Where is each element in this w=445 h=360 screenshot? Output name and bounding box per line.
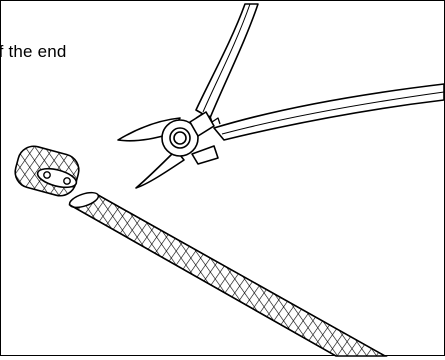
diagonal-cutter-icon [118, 4, 444, 188]
sleeving-offcut-icon [10, 140, 90, 200]
braided-sleeving-icon [40, 170, 420, 360]
